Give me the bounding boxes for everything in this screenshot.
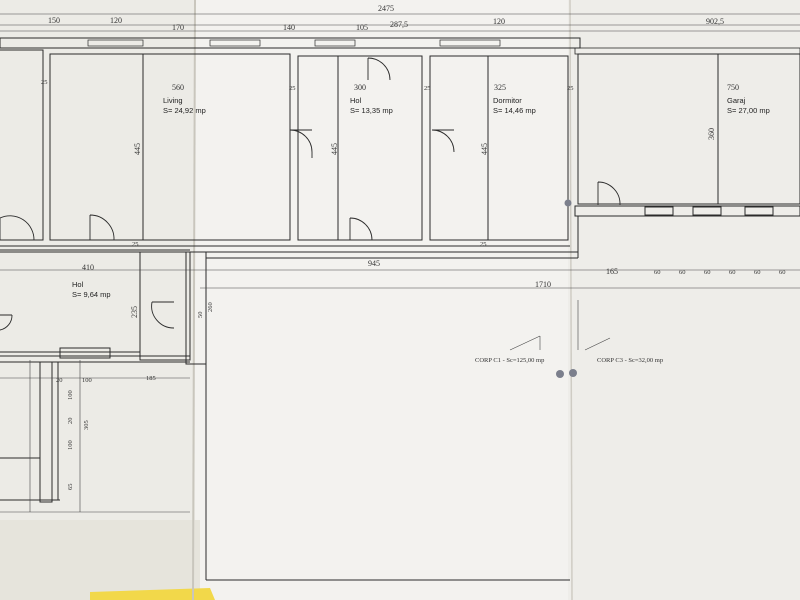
room-living-area: S= 24,92 mp <box>163 106 206 115</box>
dim-25d: 25 <box>567 85 574 92</box>
dim-v305: 305 <box>83 420 90 430</box>
room-hol2-width: 410 <box>82 263 94 272</box>
dim-100: 100 <box>82 377 92 384</box>
paper-bottom-left <box>0 520 200 600</box>
marker-dot-1 <box>556 370 564 378</box>
yellow-strip <box>90 588 215 600</box>
room-hol-2: Hol S= 9,64 mp 410 235 <box>72 263 139 318</box>
dim-25a: 25 <box>41 79 48 86</box>
dim-v65: 65 <box>67 484 74 491</box>
corp-c3-label: CORP C3 - Sc=32,00 mp <box>597 357 663 364</box>
dim-140: 140 <box>283 23 295 32</box>
mid-dimension-lines <box>0 269 800 513</box>
door-garaj-icon <box>597 181 621 206</box>
door-living-icon <box>89 214 115 241</box>
room-living-width: 560 <box>172 83 184 92</box>
corp-c1-label: CORP C1 - Sc=125,00 mp <box>475 357 544 364</box>
room-living-height: 445 <box>133 143 142 155</box>
dim-287: 287,5 <box>390 20 408 29</box>
dim-105: 105 <box>356 23 368 32</box>
room-living: Living S= 24,92 mp 560 445 <box>133 83 206 155</box>
dim-902: 902,5 <box>706 17 724 26</box>
door-small-icon <box>0 314 13 331</box>
dim-60-3: 60 <box>704 269 711 276</box>
marker-dot-3 <box>564 199 572 207</box>
dim-185: 185 <box>146 375 156 382</box>
room-garaj-height: 360 <box>707 128 716 140</box>
room-garaj-name: Garaj <box>727 96 746 105</box>
dim-170: 170 <box>172 23 184 32</box>
dim-total: 2475 <box>378 4 394 13</box>
dim-60-4: 60 <box>729 269 736 276</box>
dim-v100b: 100 <box>67 440 74 450</box>
room-living-name: Living <box>163 96 183 105</box>
room-garaj-area: S= 27,00 mp <box>727 106 770 115</box>
dim-60-5: 60 <box>754 269 761 276</box>
fold-line-1 <box>192 0 196 600</box>
dim-v260: 260 <box>207 302 214 312</box>
room-hol-1: Hol S= 13,35 mp 300 445 <box>330 83 393 155</box>
room-dormitor: Dormitor S= 14,46 mp 325 445 <box>480 83 536 155</box>
dim-945: 945 <box>368 259 380 268</box>
door-left-icon <box>0 215 35 241</box>
door-hol1-bottom-icon <box>349 217 373 241</box>
top-dimension-lines <box>0 13 800 32</box>
door-hol1-left-icon <box>289 129 313 158</box>
room-hol1-height: 445 <box>330 143 339 155</box>
room-dormitor-name: Dormitor <box>493 96 522 105</box>
dim-150: 150 <box>48 16 60 25</box>
dim-25e: 25 <box>132 241 139 248</box>
exterior-walls <box>0 37 800 55</box>
room-garaj-width: 750 <box>727 83 739 92</box>
dim-60-6: 60 <box>779 269 786 276</box>
room-dormitor-width: 325 <box>494 83 506 92</box>
dim-25b: 25 <box>289 85 296 92</box>
room-hol1-area: S= 13,35 mp <box>350 106 393 115</box>
dim-v20: 20 <box>67 418 74 425</box>
marker-dot-2 <box>569 369 577 377</box>
room-hol2-height: 235 <box>130 306 139 318</box>
door-dormitor-icon <box>431 129 455 153</box>
room-garaj: Garaj S= 27,00 mp 750 360 <box>707 83 770 140</box>
dim-60-2: 60 <box>679 269 686 276</box>
dim-1710: 1710 <box>535 280 551 289</box>
paper-center <box>195 0 570 600</box>
dim-60-1: 60 <box>654 269 661 276</box>
door-hol2-icon <box>151 301 175 329</box>
dim-25f: 25 <box>480 241 487 248</box>
dim-120a: 120 <box>110 16 122 25</box>
dim-v50: 50 <box>197 312 204 319</box>
section-markers <box>509 300 611 351</box>
door-hol1-top-icon <box>367 57 391 81</box>
room-dormitor-height: 445 <box>480 143 489 155</box>
dim-165: 165 <box>606 267 618 276</box>
doors <box>0 57 621 331</box>
room-hol1-name: Hol <box>350 96 362 105</box>
dim-25c: 25 <box>424 85 431 92</box>
interior-walls <box>0 49 800 581</box>
room-dormitor-area: S= 14,46 mp <box>493 106 536 115</box>
dim-20: 20 <box>56 377 63 384</box>
fold-line-2 <box>569 0 573 600</box>
room-hol1-width: 300 <box>354 83 366 92</box>
paper-right <box>568 0 800 600</box>
dim-120b: 120 <box>493 17 505 26</box>
room-hol2-name: Hol <box>72 280 84 289</box>
dim-v100a: 100 <box>67 390 74 400</box>
room-hol2-area: S= 9,64 mp <box>72 290 111 299</box>
